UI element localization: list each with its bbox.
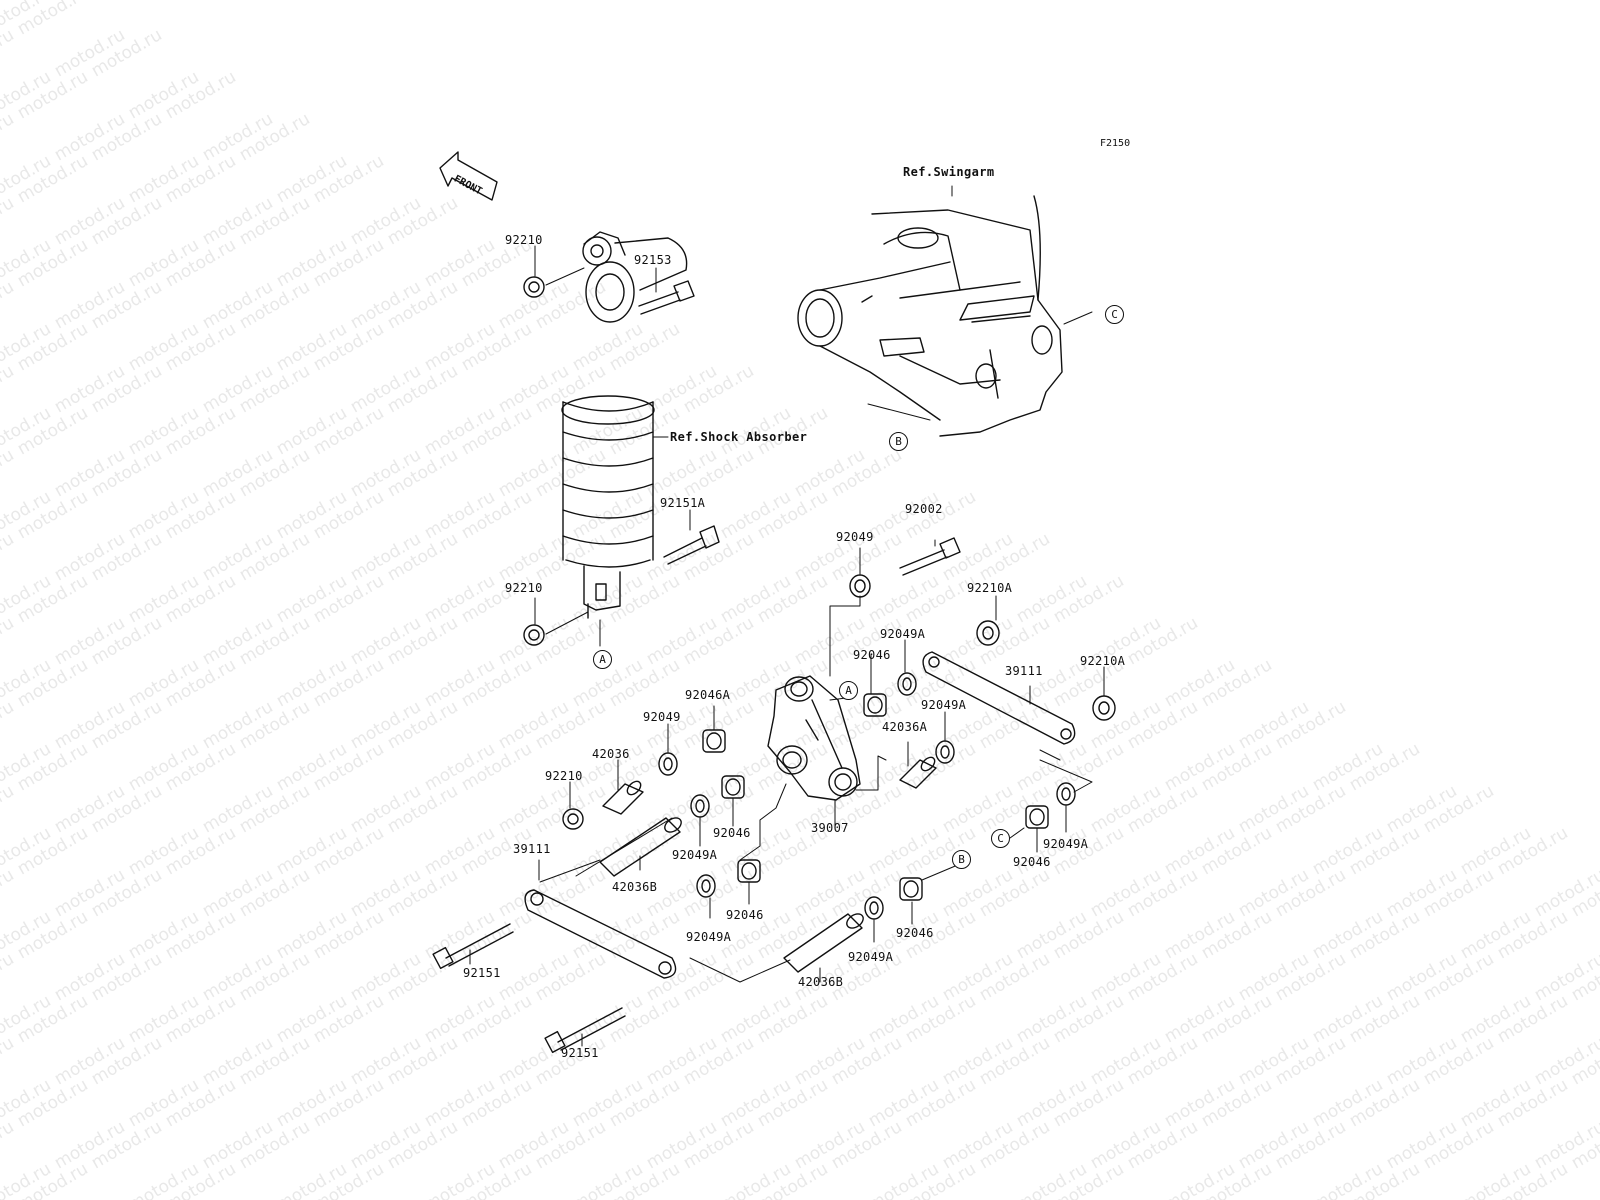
- bearing-92046-m2-drawing: [737, 859, 761, 883]
- callout-b-swingarm: B: [889, 432, 908, 451]
- bearing-92046-r3-drawing: [1025, 805, 1049, 829]
- diagram-code: F2150: [1100, 138, 1131, 149]
- part-label-92210A-top: 92210A: [967, 581, 1013, 595]
- part-label-92049A-b: 92049A: [848, 950, 894, 964]
- part-label-92046-r1: 92046: [853, 648, 891, 662]
- bearing-92046-r1-drawing: [863, 693, 887, 717]
- part-label-92046-m1: 92046: [713, 826, 751, 840]
- washer-92049A-m2-drawing: [696, 874, 716, 898]
- callout-b-linkage: B: [952, 850, 971, 869]
- nut-92210A-right-drawing: [1092, 695, 1116, 721]
- part-label-92046-b: 92046: [896, 926, 934, 940]
- part-label-92210-low: 92210: [545, 769, 583, 783]
- collar-42036B-left-drawing: [599, 817, 682, 877]
- part-label-92153: 92153: [634, 253, 672, 267]
- bolt-92002-drawing: [899, 537, 961, 576]
- washer-92049A-b-drawing: [864, 896, 884, 920]
- part-label-92049-top: 92049: [836, 530, 874, 544]
- collar-42036B-b-drawing: [783, 913, 864, 973]
- part-label-92049-left: 92049: [643, 710, 681, 724]
- part-label-92049A-m2: 92049A: [686, 930, 732, 944]
- bearing-92046A-drawing: [702, 729, 726, 753]
- washer-92049-top-drawing: [849, 574, 871, 598]
- part-label-92002: 92002: [905, 502, 943, 516]
- part-label-92210A-right: 92210A: [1080, 654, 1126, 668]
- part-label-92151A: 92151A: [660, 496, 706, 510]
- collar-42036A-drawing: [899, 756, 937, 789]
- ref-swingarm-label: Ref.Swingarm: [903, 165, 995, 179]
- part-label-42036B-left: 42036B: [612, 880, 658, 894]
- nut-92210-top-drawing: [523, 276, 545, 298]
- rocker-arm-39007-drawing: [767, 675, 861, 801]
- bolt-92153-drawing: [638, 280, 695, 315]
- part-label-39007: 39007: [811, 821, 849, 835]
- callout-a-shock: A: [593, 650, 612, 669]
- callout-a-rocker: A: [839, 681, 858, 700]
- tie-rod-39111-right-drawing: [922, 651, 1076, 745]
- leader-lines: [469, 185, 1105, 1047]
- tie-rod-39111-left-drawing: [524, 889, 677, 979]
- part-label-92151-left: 92151: [463, 966, 501, 980]
- washer-92049A-r2-drawing: [935, 740, 955, 764]
- part-label-92049A-m1: 92049A: [672, 848, 718, 862]
- bolt-92151A-drawing: [663, 525, 720, 565]
- part-label-92046A: 92046A: [685, 688, 731, 702]
- washer-92049A-r3-drawing: [1056, 782, 1076, 806]
- part-label-92046-m2: 92046: [726, 908, 764, 922]
- bolt-92151-left-drawing: [432, 923, 514, 970]
- front-arrow-icon: FRONT: [439, 151, 498, 201]
- part-label-42036: 42036: [592, 747, 630, 761]
- part-label-92049A-r2: 92049A: [921, 698, 967, 712]
- part-label-92210-top: 92210: [505, 233, 543, 247]
- nut-92210A-top-drawing: [976, 620, 1000, 646]
- ref-shock-absorber-label: Ref.Shock Absorber: [670, 430, 808, 444]
- callout-c-swingarm: C: [1105, 305, 1124, 324]
- washer-92049A-m1-drawing: [690, 794, 710, 818]
- part-label-92046-r3: 92046: [1013, 855, 1051, 869]
- part-label-42036A: 42036A: [882, 720, 928, 734]
- part-label-39111-left: 39111: [513, 842, 551, 856]
- part-label-92151-low: 92151: [561, 1046, 599, 1060]
- washer-92049-left-drawing: [658, 752, 678, 776]
- nut-92210-low-drawing: [562, 808, 584, 830]
- bearing-92046-b-drawing: [899, 877, 923, 901]
- shock-absorber-drawing: [561, 231, 688, 619]
- part-label-92210-mid: 92210: [505, 581, 543, 595]
- part-label-39111-right: 39111: [1005, 664, 1043, 678]
- part-label-42036B-b: 42036B: [798, 975, 844, 989]
- bolt-92151-low-drawing: [544, 1007, 626, 1054]
- part-label-92049A-r1: 92049A: [880, 627, 926, 641]
- collar-42036-drawing: [602, 780, 644, 815]
- callout-c-linkage: C: [991, 829, 1010, 848]
- part-label-92049A-r3: 92049A: [1043, 837, 1089, 851]
- washer-92049A-r1-drawing: [897, 672, 917, 696]
- nut-92210-mid-drawing: [523, 624, 545, 646]
- bearing-92046-m1-drawing: [721, 775, 745, 799]
- swingarm-drawing: [797, 195, 1063, 437]
